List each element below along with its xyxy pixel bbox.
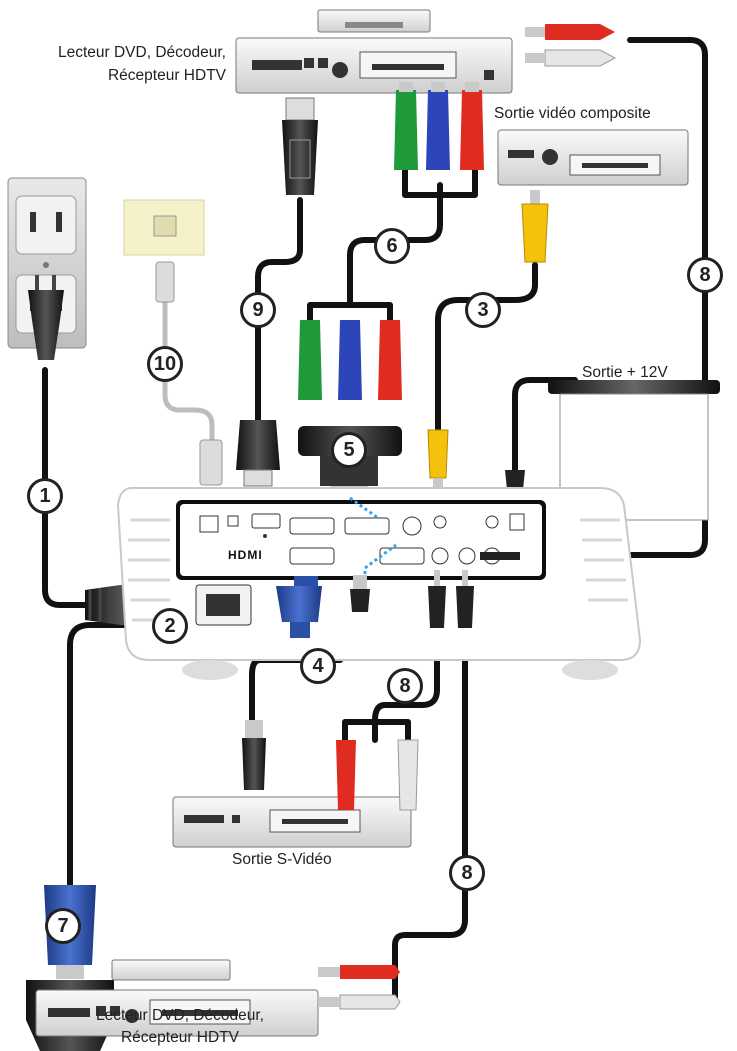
cable-number-8-right: 8	[687, 257, 723, 293]
cable-8-bottom	[392, 622, 468, 1003]
cable-8-right	[517, 37, 708, 558]
rca-yellow-plug-projector	[427, 429, 449, 492]
cable-number-8-bottom: 8	[449, 855, 485, 891]
dvd-top-label-line1: Lecteur DVD, Décodeur,	[57, 44, 226, 61]
vga-in-1-port	[289, 517, 335, 535]
cable-12v	[512, 377, 578, 473]
rj45-port	[199, 515, 219, 533]
cable-number-1: 1	[27, 478, 63, 514]
rca-audio-plugs-top	[525, 24, 617, 67]
rca-yellow-plug-top	[521, 190, 549, 263]
cable-number-8-middle: 8	[387, 668, 423, 704]
composite-video-device	[497, 129, 689, 186]
cable-number-10: 10	[147, 346, 183, 382]
cable-number-9: 9	[240, 292, 276, 328]
component-plugs-top	[394, 82, 484, 170]
vga-out-port	[344, 517, 390, 535]
lan-plug-projector	[199, 439, 223, 486]
cable-10-lan	[162, 297, 215, 448]
highlight-arrows	[349, 496, 397, 580]
rca-audio-plugs-bottom	[318, 965, 401, 1010]
cable-number-6: 6	[374, 228, 410, 264]
cable-number-7: 7	[45, 908, 81, 944]
hdmi-port	[251, 513, 281, 529]
power-plug-icon	[28, 275, 64, 360]
cable-number-3: 3	[465, 292, 501, 328]
vga-plug-projector	[276, 576, 322, 638]
projector-ports	[199, 513, 525, 565]
cable-number-2: 2	[152, 608, 188, 644]
lan-wall-plate	[123, 199, 205, 256]
dc-out-port	[509, 513, 525, 531]
cable-3-composite	[435, 262, 538, 433]
audio-in-2-port	[458, 547, 476, 565]
dvd-player-top	[235, 9, 513, 94]
cable-1-power	[42, 367, 88, 608]
cable-number-5: 5	[331, 432, 367, 468]
audio-plugs-projector	[428, 552, 520, 628]
cable-6-top-branch	[402, 167, 478, 198]
audio-in-3-port	[485, 515, 499, 529]
dvd-bottom-label-line2: Récepteur HDTV	[120, 1029, 239, 1046]
svideo-output-label: Sortie S-Vidéo	[232, 851, 332, 868]
composite-output-label: Sortie vidéo composite	[494, 105, 651, 122]
cable-8-middle	[372, 622, 440, 743]
dvd-bottom-label-line1: Lecteur DVD, Décodeur,	[95, 1007, 264, 1024]
dvd-top-label-line2: Récepteur HDTV	[107, 67, 226, 84]
cable-9-hdmi	[255, 197, 303, 423]
hdmi-plug-projector	[236, 420, 280, 487]
projector	[116, 487, 642, 680]
cable-6-left-branch	[307, 302, 393, 323]
dvd-player-bottom	[35, 959, 319, 1037]
component-plugs-projector	[298, 320, 402, 400]
rs232-port	[379, 547, 425, 565]
hdmi-logo: HDMI	[228, 548, 263, 562]
audio-in-1-port	[431, 547, 449, 565]
cable-number-4: 4	[300, 648, 336, 684]
rca-audio-plugs-middle	[336, 739, 419, 811]
trigger-output-label: Sortie + 12V	[582, 364, 668, 381]
cable-8-middle-branch	[342, 719, 411, 743]
svideo-plug-projector	[350, 575, 370, 612]
usb-port	[227, 515, 239, 527]
composite-port	[433, 515, 447, 529]
svideo-port	[402, 516, 422, 536]
vga-in-2-port	[289, 547, 335, 565]
hdmi-plug-top	[282, 97, 318, 195]
lan-plug-top	[155, 261, 175, 303]
